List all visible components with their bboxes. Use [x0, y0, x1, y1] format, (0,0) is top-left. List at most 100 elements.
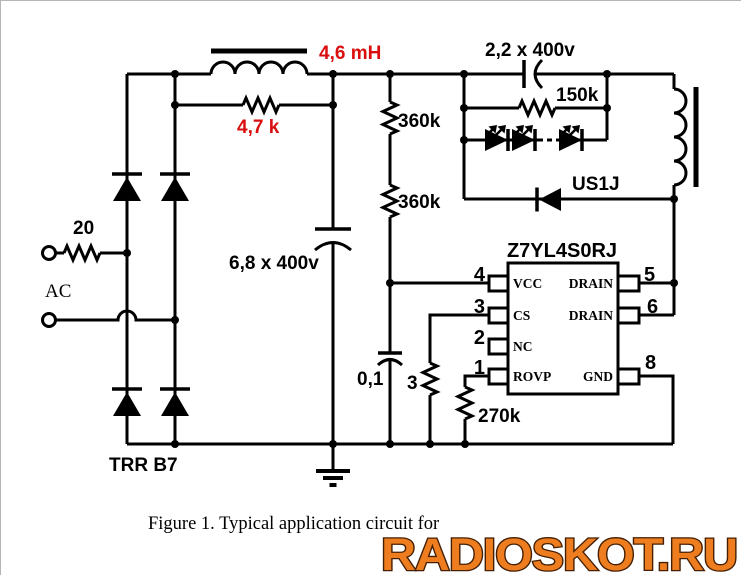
junction-dot [171, 440, 179, 448]
bulk-capacitor-value: 6,8 x 400v [229, 253, 319, 274]
resistor-zigzag [379, 183, 401, 219]
ac-terminal-top [41, 245, 57, 261]
junction-dot [329, 101, 337, 109]
ground-symbol [316, 444, 350, 487]
ic-pin-box-4 [487, 274, 510, 293]
diode-triangle [113, 177, 141, 201]
rovp-wire [463, 374, 489, 387]
freewheel-diode-value: US1J [572, 174, 620, 195]
winding [673, 87, 688, 187]
led-parallel-resistor-value: 150k [556, 85, 599, 106]
watermark-logo: RADIOSKOT.RU [381, 529, 737, 575]
ic-pin-box-5 [616, 274, 641, 293]
diode-triangle [485, 129, 508, 151]
inductor-winding [209, 60, 309, 75]
pin-label-gnd: GND [583, 369, 613, 384]
gnd-wire [639, 374, 675, 444]
junction-dot [603, 70, 611, 78]
pin-number-6: 6 [647, 296, 658, 318]
pin-number-2: 2 [474, 327, 485, 349]
coupling-capacitor: 2,2 x 400v [485, 40, 674, 90]
diode-triangle [539, 188, 561, 211]
ic-body [506, 261, 620, 396]
junction-dot [386, 279, 394, 287]
cap-plate-curved [314, 241, 352, 252]
ac-bottom-wire [55, 309, 175, 322]
diode-triangle [113, 392, 141, 416]
cs-resistor-value: 3 [407, 373, 418, 394]
emi-filter: 4,6 mH 4,7 k [127, 43, 524, 138]
pin-label-nc: NC [513, 339, 533, 354]
led-1 [485, 129, 510, 151]
cs-resistor-zigzag [419, 361, 441, 397]
pin-number-8: 8 [645, 352, 656, 374]
resistor-zigzag [241, 94, 281, 116]
freewheel-diode: US1J [464, 174, 674, 212]
junction-dot [460, 70, 468, 78]
ac-label: AC [45, 281, 71, 302]
pin-label-drain6: DRAIN [569, 308, 614, 323]
emi-inductor-value: 4,6 mH [319, 43, 381, 64]
resistor-zigzag [379, 100, 401, 136]
figure-caption: Figure 1. Typical application circuit fo… [148, 514, 439, 534]
diode-triangle [512, 129, 535, 151]
junction-dot [460, 104, 468, 112]
ac-source: AC [41, 245, 71, 328]
pin-label-vcc: VCC [513, 276, 542, 291]
junction-dot [123, 249, 131, 257]
pin-label-cs: CS [513, 308, 530, 323]
ic-wiring: 3 270k [390, 281, 675, 444]
resistor-zigzag [62, 242, 102, 264]
ic-pin-box-8 [616, 367, 641, 386]
controller-ic: Z7YL4S0RJ 4 3 2 1 5 6 8 VCC CS NC ROVP D… [474, 240, 658, 396]
diode-triangle [161, 177, 189, 201]
junction-dot [670, 195, 678, 203]
junction-dot [171, 70, 179, 78]
ac-terminal-bottom [41, 312, 57, 328]
divider-resistor-top-value: 360k [398, 111, 441, 132]
ic-pin-box-1 [487, 367, 510, 386]
vcc-capacitor-value: 0,1 [357, 369, 384, 390]
junction-dot [171, 101, 179, 109]
divider-resistor-bottom-value: 360k [398, 192, 441, 213]
bulk-capacitor: 6,8 x 400v [229, 74, 352, 444]
junction-dot [426, 440, 434, 448]
pin-number-1: 1 [474, 357, 485, 379]
bridge-rectifier: TRR B7 [109, 74, 190, 476]
ic-pin-box-2 [487, 337, 510, 356]
ground-rail [127, 442, 673, 487]
junction-dot [603, 104, 611, 112]
pin-number-5: 5 [644, 264, 655, 286]
diode-upper-left [112, 172, 142, 201]
ic-part-number: Z7YL4S0RJ [507, 240, 617, 262]
led-string-block: 150k [462, 74, 609, 199]
pin-number-3: 3 [474, 296, 485, 318]
junction-dot [460, 136, 468, 144]
input-resistor: 20 [55, 218, 127, 264]
rovp-resistor-zigzag [454, 385, 476, 421]
damper-resistor-value: 4,7 k [237, 117, 280, 138]
diode-upper-right [160, 172, 190, 201]
diode-triangle [559, 129, 582, 151]
junction-dots [123, 70, 678, 448]
coupling-capacitor-value: 2,2 x 400v [485, 40, 575, 61]
bridge-label: TRR B7 [109, 455, 178, 476]
diode-lower-left [112, 387, 142, 416]
junction-dot [329, 70, 337, 78]
junction-dot [461, 440, 469, 448]
junction-dot [670, 279, 678, 287]
junction-dot [386, 440, 394, 448]
pin-number-4: 4 [474, 264, 486, 286]
ic-pin-box-3 [487, 306, 510, 325]
input-resistor-value: 20 [73, 218, 94, 239]
pin-label-drain5: DRAIN [569, 276, 614, 291]
transformer [672, 74, 699, 315]
led-arrow-icon [568, 123, 582, 137]
diode-triangle [161, 392, 189, 416]
led-3 [559, 129, 584, 151]
junction-dot [171, 316, 179, 324]
ic-pin-box-6 [616, 306, 641, 325]
pin-label-rovp: ROVP [513, 369, 551, 384]
